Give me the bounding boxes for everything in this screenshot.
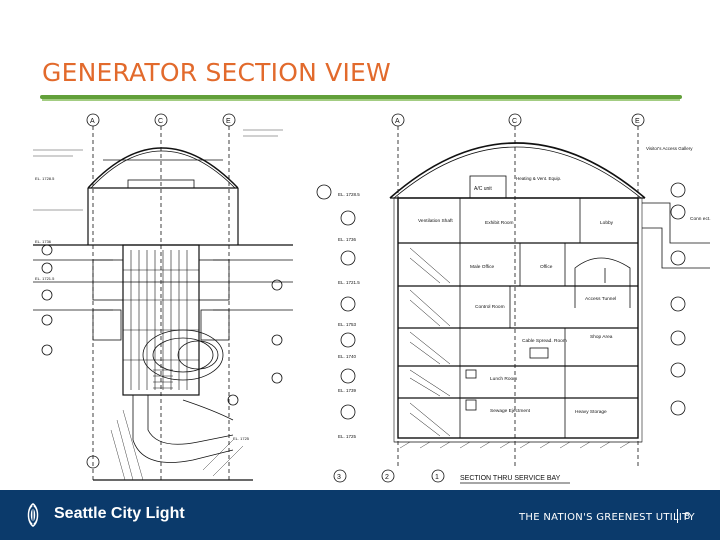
right-grid-2: 2: [385, 474, 389, 481]
right-grid-1: 1: [435, 474, 439, 481]
right-el-2: EL. 1736: [338, 237, 357, 242]
room-heavy-storage: Heavy Storage: [575, 409, 607, 415]
title-underline: [40, 95, 682, 99]
room-lunch: Lunch Room: [490, 376, 517, 382]
room-access-tunnel: Access Tunnel: [585, 296, 616, 302]
room-heating: Heating & Vent. Equip.: [516, 176, 561, 181]
left-el-2: EL. 1736: [35, 239, 52, 244]
room-ventilation-shaft: Ventilation Shaft: [418, 218, 453, 224]
room-cable-spread: Cable Spread. Room: [522, 338, 567, 344]
right-grid-c: C: [512, 118, 517, 125]
drawing-caption: SECTION THRU SERVICE BAY: [460, 475, 561, 482]
title-underline-accent: [42, 99, 680, 101]
right-grid-e: E: [635, 118, 640, 125]
right-grid-a: A: [395, 118, 400, 125]
right-el-4: EL. 1753: [338, 322, 357, 327]
left-grid-bubbles: A C E: [86, 113, 236, 127]
seattle-city-light-logo-icon: [20, 501, 46, 529]
right-grid-3: 3: [337, 474, 341, 481]
room-ac-unit: A/C unit: [474, 186, 492, 192]
room-visitor-gallery: Visitor's Access Gallery: [646, 146, 693, 151]
left-el-3: EL. 1721.5: [35, 276, 55, 281]
right-el-5: EL. 1740: [338, 354, 357, 359]
footer-tagline: THE NATION'S GREENEST UTILITY: [519, 512, 695, 523]
footer-bar: Seattle City Light THE NATION'S GREENEST…: [0, 490, 720, 540]
room-sewage: Sewage Ejectment: [490, 408, 531, 414]
page-number: 8: [684, 511, 691, 522]
right-section-drawing: A C E A/C unit Heating & Vent. Equip. Vi…: [310, 108, 720, 490]
right-el-7: EL. 1725: [338, 434, 357, 439]
right-el-1: EL. 1728.5: [338, 192, 360, 197]
left-section-drawing: A C E: [33, 110, 293, 488]
right-el-3: EL. 1721.5: [338, 280, 360, 285]
slide-title: GENERATOR SECTION VIEW: [42, 58, 391, 87]
logo-text: Seattle City Light: [54, 505, 185, 522]
left-grid-a: A: [90, 118, 95, 125]
right-el-6: EL. 1739: [338, 388, 357, 393]
left-el-1: EL. 1728.5: [35, 176, 55, 181]
left-grid-c: C: [158, 118, 163, 125]
room-conn: Conn ect.: [690, 216, 711, 222]
room-exhibit: Exhibit Room: [485, 220, 514, 226]
left-grid-e: E: [226, 118, 231, 125]
footer-separator: [677, 509, 678, 523]
room-male-office: Male Office: [470, 264, 495, 270]
left-el-4: EL. 1725: [233, 436, 250, 441]
room-control: Control Room: [475, 304, 505, 310]
room-shop: Shop Area: [590, 334, 613, 340]
room-office: Office: [540, 264, 553, 270]
room-lobby: Lobby: [600, 220, 614, 226]
